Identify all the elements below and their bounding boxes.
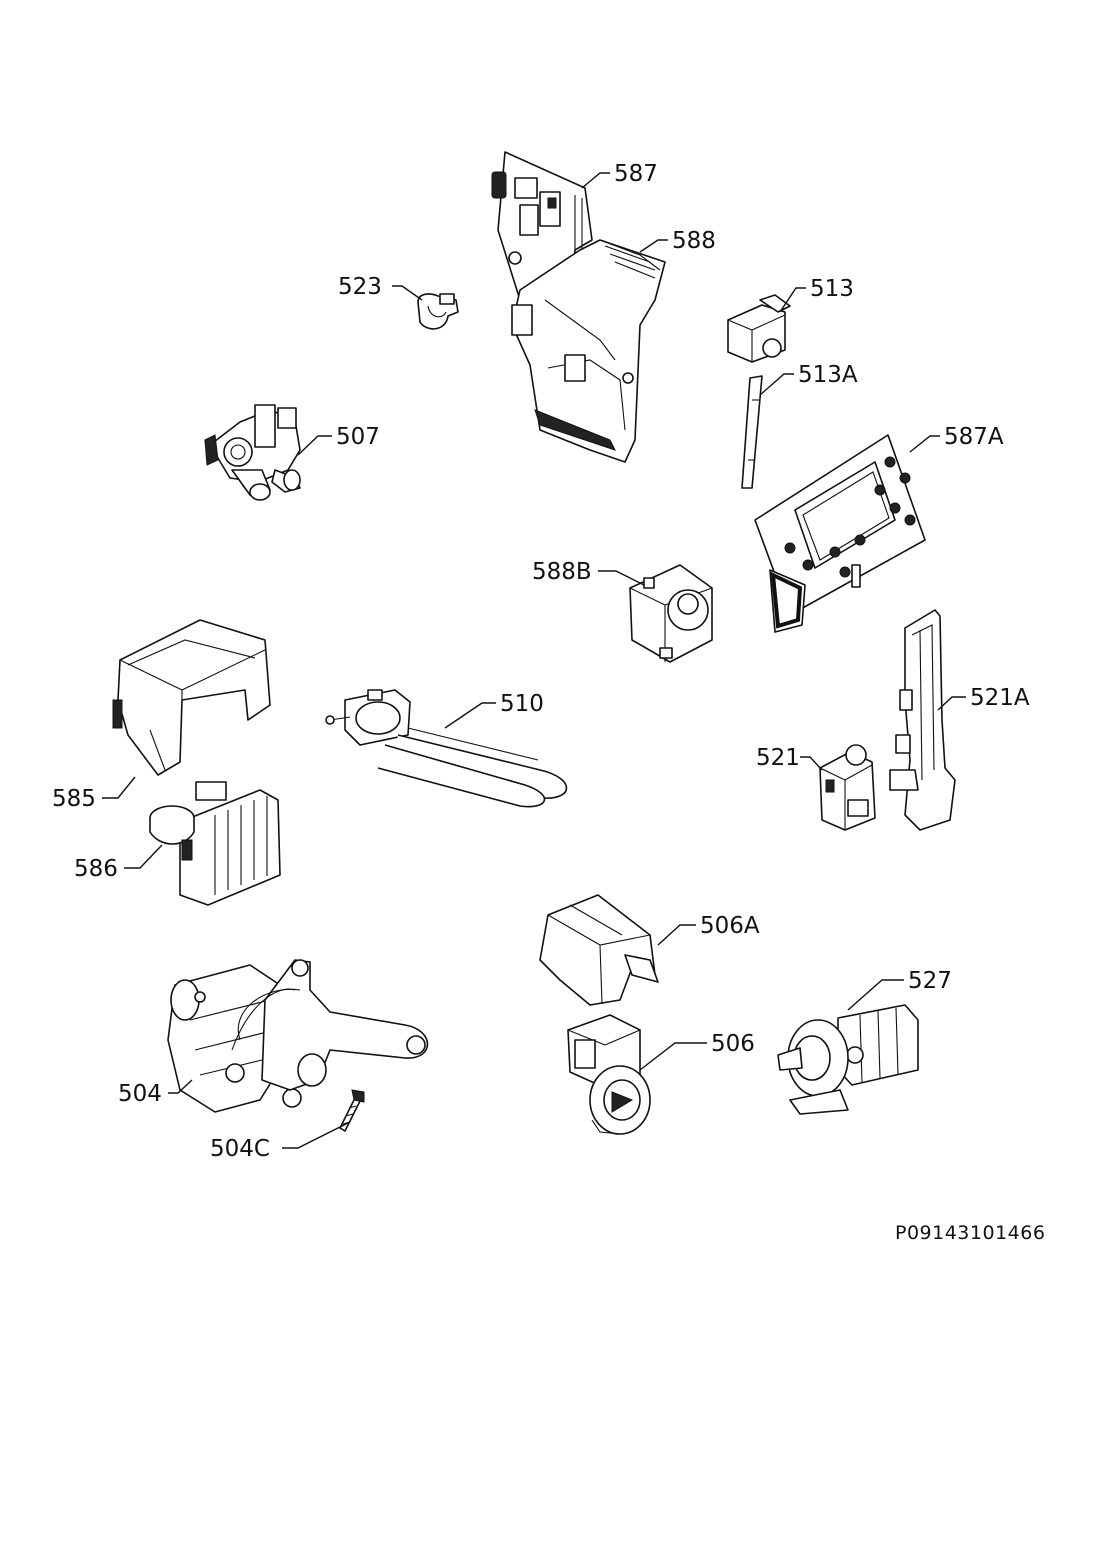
callout-588B: 588B [532, 559, 592, 585]
part-513-drawing [727, 294, 791, 363]
part-521-drawing [819, 744, 876, 831]
part-587A-drawing [754, 434, 926, 633]
part-506A-drawing [539, 894, 659, 1006]
part-510-drawing [325, 689, 568, 808]
callout-527: 527 [908, 968, 952, 994]
callout-587A: 587A [944, 424, 1004, 450]
callout-521: 521 [756, 745, 800, 771]
part-521A-drawing [889, 609, 956, 831]
callout-504: 504 [118, 1081, 162, 1107]
callout-510: 510 [500, 691, 544, 717]
part-588B-drawing [629, 564, 713, 663]
document-code: P09143101466 [895, 1222, 1046, 1244]
callout-labels: 587 588 523 513 513A 507 587A 588B 510 5… [52, 161, 1030, 1162]
part-507-drawing [204, 404, 301, 501]
callout-587: 587 [614, 161, 658, 187]
part-523-drawing [417, 293, 459, 330]
callout-513A: 513A [798, 362, 858, 388]
part-585-drawing [112, 619, 271, 776]
part-588-drawing [511, 239, 666, 463]
callout-504C: 504C [210, 1136, 270, 1162]
callout-521A: 521A [970, 685, 1030, 711]
callout-507: 507 [336, 424, 380, 450]
leader-lines [102, 172, 966, 1149]
callout-588: 588 [672, 228, 716, 254]
callout-523: 523 [338, 274, 382, 300]
callout-506A: 506A [700, 913, 760, 939]
callout-585: 585 [52, 786, 96, 812]
part-527-drawing [777, 1004, 919, 1115]
part-504-drawing [167, 959, 429, 1113]
callout-586: 586 [74, 856, 118, 882]
callout-513: 513 [810, 276, 854, 302]
part-506-drawing [567, 1014, 651, 1135]
part-586-drawing [149, 781, 281, 906]
part-513A-drawing [741, 375, 763, 489]
callout-506: 506 [711, 1031, 755, 1057]
part-504C-drawing [339, 1089, 365, 1132]
